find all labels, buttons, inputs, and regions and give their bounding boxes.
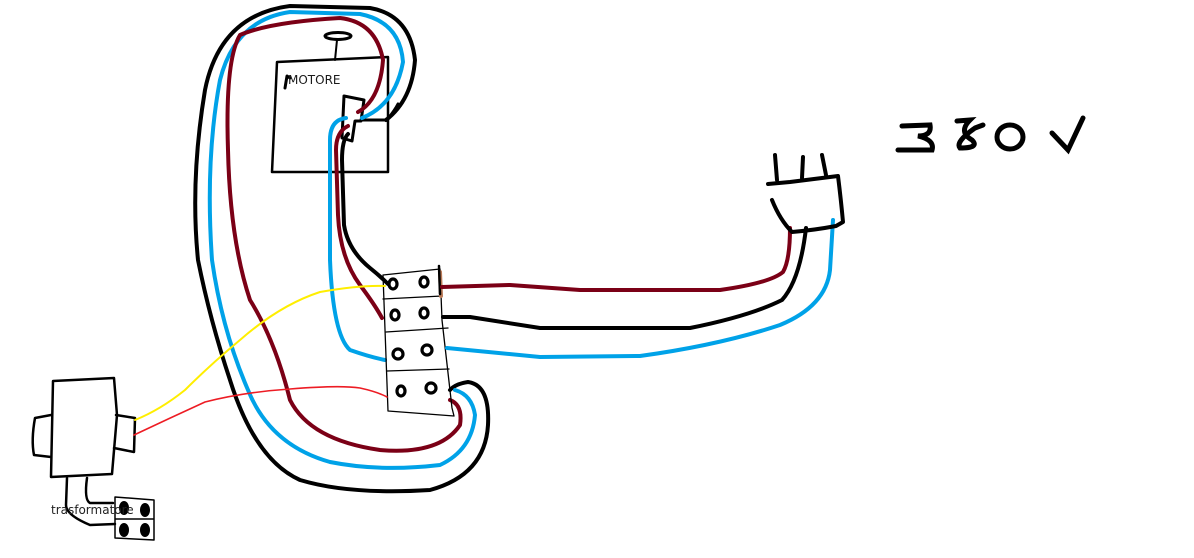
- motor-label-mark: [283, 74, 292, 90]
- plug-icon: [766, 153, 845, 234]
- wire-blue-motor-down: [328, 116, 387, 362]
- terminal-block: [382, 264, 455, 417]
- wire-red: [133, 385, 388, 436]
- wire-brown-loop: [225, 16, 463, 453]
- transformer-label: trasformatore: [51, 503, 134, 517]
- wire-blue-loop: [207, 10, 477, 470]
- motor-shaft-cap: [323, 31, 353, 41]
- transformer-body: [49, 376, 119, 479]
- motor-box: [270, 55, 390, 174]
- wire-brown-motor-down: [334, 124, 384, 320]
- wire-brown-supply: [440, 226, 792, 292]
- motor-shaft: [334, 39, 338, 61]
- wire-yellow: [134, 284, 386, 421]
- transformer-node: [31, 376, 155, 541]
- wire-blue-supply: [445, 218, 835, 359]
- terminal-block-outline: [382, 268, 455, 417]
- terminal-screws: [387, 275, 438, 398]
- motor-label: MOTORE: [288, 73, 341, 87]
- wire-black-loop: [193, 4, 491, 494]
- wire-black-motor-down: [340, 132, 390, 286]
- wire-black-supply: [441, 226, 808, 330]
- voltage-label: [895, 115, 1086, 155]
